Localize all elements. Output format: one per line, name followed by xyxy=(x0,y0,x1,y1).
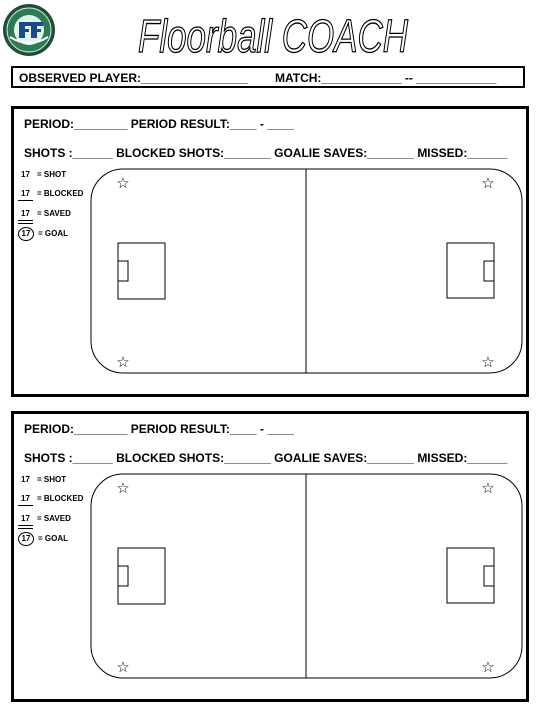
legend-number: 17 xyxy=(21,475,30,484)
legend-number: 17 xyxy=(18,188,33,201)
star-icon: ☆ xyxy=(481,353,494,371)
stats-row: SHOTS :______ BLOCKED SHOTS:_______ GOAL… xyxy=(24,146,507,160)
legend-label: = GOAL xyxy=(38,229,69,238)
goal-crease-left xyxy=(117,260,129,282)
star-icon: ☆ xyxy=(481,658,494,676)
shots-field[interactable]: SHOTS :______ xyxy=(24,146,113,160)
period-row: PERIOD:________ PERIOD RESULT:____ - ___… xyxy=(24,117,294,131)
period-row: PERIOD:________ PERIOD RESULT:____ - ___… xyxy=(24,422,294,436)
floorball-rink[interactable]: ☆ ☆ ☆ ☆ xyxy=(90,473,523,679)
floorball-federation-logo xyxy=(3,4,55,56)
goal-crease-right xyxy=(483,565,495,587)
page-title-text: Floorball COACH xyxy=(138,10,409,62)
star-icon: ☆ xyxy=(116,353,129,371)
legend-label: = GOAL xyxy=(38,534,69,543)
period-result-field[interactable]: PERIOD RESULT:____ - ____ xyxy=(130,117,294,131)
player-info-box: OBSERVED PLAYER:________________ MATCH:_… xyxy=(11,66,525,88)
shots-field[interactable]: SHOTS :______ xyxy=(24,451,113,465)
period-field[interactable]: PERIOD:________ xyxy=(24,117,128,131)
legend-label: = SHOT xyxy=(37,170,67,179)
legend-goal: 17 = GOAL xyxy=(18,532,69,546)
legend-saved: 17 = SAVED xyxy=(18,208,71,221)
legend-label: = BLOCKED xyxy=(37,189,84,198)
blocked-shots-field[interactable]: BLOCKED SHOTS:_______ xyxy=(116,451,271,465)
period-field[interactable]: PERIOD:________ xyxy=(24,422,128,436)
stats-row: SHOTS :______ BLOCKED SHOTS:_______ GOAL… xyxy=(24,451,507,465)
legend-number: 17 xyxy=(21,170,30,179)
goalie-saves-field[interactable]: GOALIE SAVES:_______ xyxy=(274,451,414,465)
legend-label: = SHOT xyxy=(37,475,67,484)
page-title: Floorball COACH xyxy=(137,9,409,62)
legend-label: = SAVED xyxy=(37,514,71,523)
goal-crease-right xyxy=(483,260,495,282)
legend-number: 17 xyxy=(18,227,34,241)
legend-number: 17 xyxy=(18,208,33,221)
legend-shot: 17 = SHOT xyxy=(18,474,66,486)
legend-number: 17 xyxy=(18,513,33,526)
legend-label: = SAVED xyxy=(37,209,71,218)
legend-number: 17 xyxy=(18,493,33,506)
goalie-saves-field[interactable]: GOALIE SAVES:_______ xyxy=(274,146,414,160)
period-result-field[interactable]: PERIOD RESULT:____ - ____ xyxy=(130,422,294,436)
legend-blocked: 17 = BLOCKED xyxy=(18,493,84,506)
floorball-rink[interactable]: ☆ ☆ ☆ ☆ xyxy=(90,168,523,374)
legend-goal: 17 = GOAL xyxy=(18,227,69,241)
missed-field[interactable]: MISSED:______ xyxy=(417,146,508,160)
star-icon: ☆ xyxy=(116,658,129,676)
star-icon: ☆ xyxy=(116,174,129,192)
goal-crease-left xyxy=(117,565,129,587)
legend-shot: 17 = SHOT xyxy=(18,169,66,181)
legend-saved: 17 = SAVED xyxy=(18,513,71,526)
missed-field[interactable]: MISSED:______ xyxy=(417,451,508,465)
legend-label: = BLOCKED xyxy=(37,494,84,503)
legend-blocked: 17 = BLOCKED xyxy=(18,188,84,201)
blocked-shots-field[interactable]: BLOCKED SHOTS:_______ xyxy=(116,146,271,160)
period-section-2: PERIOD:________ PERIOD RESULT:____ - ___… xyxy=(11,411,529,702)
star-icon: ☆ xyxy=(481,479,494,497)
star-icon: ☆ xyxy=(481,174,494,192)
match-field[interactable]: MATCH:____________ -- ____________ xyxy=(275,71,497,85)
period-section-1: PERIOD:________ PERIOD RESULT:____ - ___… xyxy=(11,106,529,397)
observed-player-field[interactable]: OBSERVED PLAYER:________________ xyxy=(19,71,248,85)
star-icon: ☆ xyxy=(116,479,129,497)
legend-number: 17 xyxy=(18,532,34,546)
